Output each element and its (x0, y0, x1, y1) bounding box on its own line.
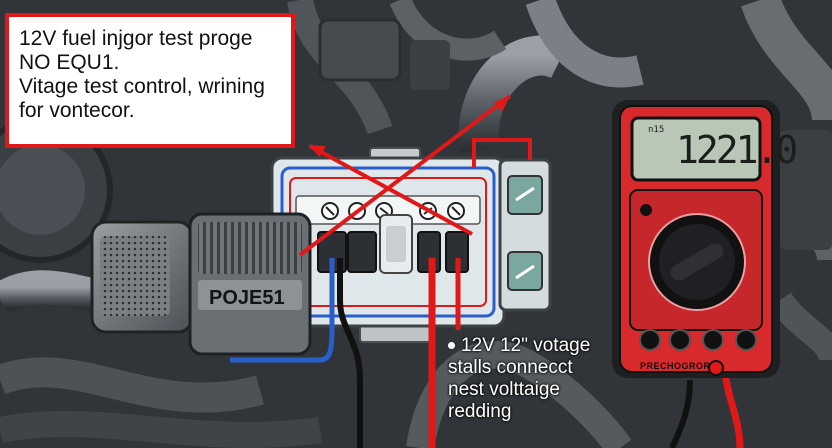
callout-line-3: Vitage test control, wrining (19, 75, 265, 98)
multimeter (612, 100, 780, 378)
callout-line-4: for vontecor. (19, 99, 135, 122)
instruction-callout: 12V fuel injgor test proge NO EQU1. Vita… (5, 13, 295, 148)
voltage-note: 12V 12" votage stalls connecct nest volt… (448, 335, 608, 423)
multimeter-mode-indicator: n15 (648, 125, 665, 135)
callout-line-2: NO EQU1. (19, 51, 120, 74)
multimeter-brand: PRECHOGROR (640, 361, 711, 371)
module-label: POJE51 (209, 287, 285, 309)
control-module (90, 212, 312, 356)
note-line-2: stalls connecct (448, 357, 573, 378)
callout-line-1: 12V fuel injgor test proge (19, 27, 253, 50)
annotation-arrows (298, 94, 512, 257)
wiring (230, 138, 744, 448)
note-line-4: redding (448, 401, 512, 422)
bullet-icon (448, 342, 455, 350)
note-line-1: 12V 12" votage (461, 335, 591, 356)
injector-connector (270, 156, 552, 328)
multimeter-reading: 1221.0 (676, 128, 798, 172)
note-line-3: nest volttaige (448, 379, 560, 400)
